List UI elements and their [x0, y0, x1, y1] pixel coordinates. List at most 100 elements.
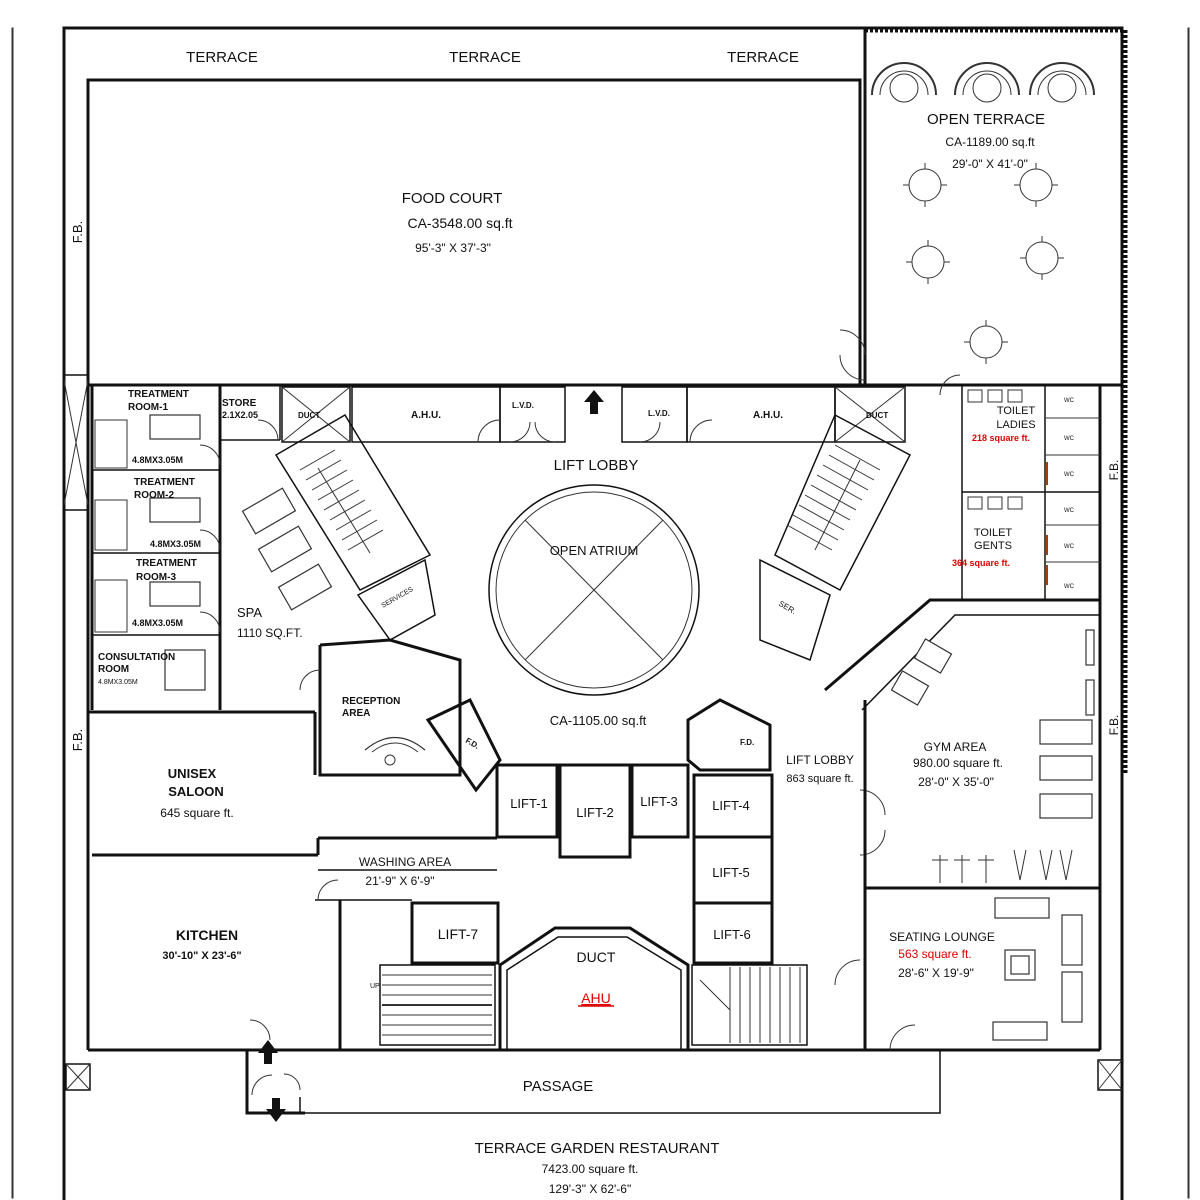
- lift-6: LIFT-6: [713, 927, 751, 942]
- lift-4: LIFT-4: [712, 798, 750, 813]
- treatment-3-name: TREATMENT: [136, 558, 197, 569]
- terrace-garden-area: 7423.00 square ft.: [542, 1162, 639, 1176]
- saloon-area: 645 square ft.: [160, 806, 233, 820]
- gym-dims: 28'-0" X 35'-0": [918, 775, 994, 789]
- toilet-gents-name: TOILET: [974, 527, 1013, 539]
- seating-lounge: SEATING LOUNGE 563 square ft. 28'-6" X 1…: [863, 888, 1083, 1051]
- outer-walls: [11, 26, 1190, 1200]
- stair-up-label: UP: [370, 983, 380, 990]
- store-name: STORE: [222, 398, 257, 409]
- services-right-label: SER.: [777, 599, 798, 616]
- wc-labels: WC WC WC WC WC WC: [1064, 398, 1075, 590]
- atrium-area: CA-1105.00 sq.ft: [550, 713, 647, 728]
- kitchen-dims: 30'-10" X 23'-6": [162, 950, 241, 962]
- wc-label-5: WC: [1064, 544, 1075, 550]
- consultation-dims: 4.8MX3.05M: [98, 679, 138, 686]
- treatment-2-name: TREATMENT: [134, 477, 195, 488]
- terrace-garden-dims: 129'-3" X 62'-6": [549, 1182, 631, 1196]
- up-arrow-icon: [584, 390, 604, 414]
- lift-2: LIFT-2: [576, 805, 614, 820]
- fb-left-top: F.B.: [70, 221, 85, 243]
- treatment-1-dims: 4.8MX3.05M: [132, 455, 183, 465]
- services-left-label: SERVICES: [381, 586, 415, 610]
- reception-name: RECEPTION: [342, 696, 400, 707]
- duct-right-label: DUCT: [866, 411, 888, 420]
- lift-core: LIFT-1 LIFT-2 LIFT-3 LIFT-4 LIFT-5 LIFT-…: [313, 712, 886, 965]
- toilet-gents-area: 364 square ft.: [952, 558, 1010, 568]
- fb-left-bottom: F.B.: [70, 729, 85, 751]
- stair-right-bottom: [691, 964, 808, 1046]
- wc-label-4: WC: [1064, 508, 1075, 514]
- ahu-right-label: A.H.U.: [753, 410, 783, 421]
- gym-area-text: 980.00 square ft.: [913, 756, 1003, 770]
- spa-wing: TREATMENT ROOM-1 4.8MX3.05M TREATMENT RO…: [88, 385, 333, 714]
- open-terrace: OPEN TERRACE CA-1189.00 sq.ft 29'-0" X 4…: [839, 62, 1095, 381]
- food-court-name: FOOD COURT: [402, 190, 503, 207]
- ahu-left-label: A.H.U.: [411, 410, 441, 421]
- open-atrium: OPEN ATRIUM CA-1105.00 sq.ft: [488, 484, 700, 728]
- right-stair: SER.: [759, 413, 912, 661]
- kitchen-name: KITCHEN: [176, 927, 238, 943]
- sofa-icon: [992, 897, 1083, 1041]
- ahu-bottom-label: AHU: [581, 990, 611, 1006]
- lvd-right-label: L.V.D.: [648, 409, 670, 418]
- seating-lounge-area: 563 square ft.: [898, 947, 971, 961]
- wc-label-1: WC: [1064, 398, 1075, 404]
- treatment-1-name: TREATMENT: [128, 389, 189, 400]
- treatment-2-sub: ROOM-2: [134, 490, 174, 501]
- terrace-garden-restaurant: TERRACE GARDEN RESTAURANT 7423.00 square…: [475, 1140, 720, 1196]
- lift-3: LIFT-3: [640, 794, 678, 809]
- lift-7: LIFT-7: [438, 926, 479, 942]
- seating-lounge-dims: 28'-6" X 19'-9": [898, 966, 974, 980]
- terrace-label-1: TERRACE: [186, 49, 258, 66]
- lvd-left-label: L.V.D.: [512, 401, 534, 410]
- central-core: DUCT DUCT A.H.U. A.H.U. L.V.D. L.V.D. LI…: [281, 374, 961, 474]
- wc-label-6: WC: [1064, 584, 1075, 590]
- unisex-saloon: UNISEX SALOON 645 square ft.: [92, 766, 497, 857]
- duct-bottom-label: DUCT: [577, 949, 616, 965]
- gym-name: GYM AREA: [924, 740, 987, 754]
- spa-name: SPA: [237, 605, 262, 620]
- wc-label-3: WC: [1064, 472, 1075, 478]
- kitchen-block: WASHING AREA 21'-9" X 6'-9" KITCHEN 30'-…: [162, 855, 497, 1050]
- treatment-3-sub: ROOM-3: [136, 572, 176, 583]
- open-terrace-dims: 29'-0" X 41'-0": [952, 157, 1028, 171]
- toilet-gents-sub: GENTS: [974, 540, 1012, 552]
- saloon-name: UNISEX: [168, 766, 217, 781]
- left-stair: SERVICES: [274, 413, 436, 641]
- lift-1: LIFT-1: [510, 796, 548, 811]
- terrace-garden-name: TERRACE GARDEN RESTAURANT: [475, 1140, 720, 1157]
- fb-right-top: F.B.: [1107, 460, 1121, 481]
- treatment-1-sub: ROOM-1: [128, 402, 168, 413]
- toilet-ladies-sub: LADIES: [996, 419, 1035, 431]
- food-court-area: CA-3548.00 sq.ft: [407, 215, 512, 231]
- consultation-name: CONSULTATION: [98, 652, 175, 663]
- fd-right-label: F.D.: [740, 738, 754, 747]
- spa-area: 1110 SQ.FT.: [237, 626, 303, 640]
- sofa-seat-icon: [871, 62, 1095, 103]
- down-arrow-icon: [266, 1098, 286, 1122]
- fb-right-bottom: F.B.: [1107, 715, 1121, 736]
- food-court: FOOD COURT CA-3548.00 sq.ft 95'-3" X 37'…: [402, 190, 513, 255]
- table-icon: [903, 163, 1064, 364]
- bottom-core: DUCT AHU UP: [370, 926, 861, 1050]
- fd-left-label: F.D.: [464, 736, 481, 751]
- open-terrace-area: CA-1189.00 sq.ft: [945, 135, 1035, 149]
- duct-left-label: DUCT: [298, 411, 320, 420]
- gym-area: GYM AREA 980.00 square ft. 28'-0" X 35'-…: [824, 598, 1100, 890]
- gym-equipment-icon: [890, 629, 1095, 819]
- passage: PASSAGE: [245, 1019, 941, 1122]
- passage-label: PASSAGE: [523, 1078, 594, 1095]
- terrace-label-2: TERRACE: [449, 49, 521, 66]
- reception-sub: AREA: [342, 708, 370, 719]
- wc-label-2: WC: [1064, 436, 1075, 442]
- washing-name: WASHING AREA: [359, 855, 451, 869]
- lift-lobby-right-area: 863 square ft.: [786, 773, 853, 785]
- saloon-sub: SALOON: [168, 784, 224, 799]
- open-atrium-label: OPEN ATRIUM: [550, 543, 639, 558]
- food-court-dims: 95'-3" X 37'-3": [415, 241, 491, 255]
- seating-lounge-name: SEATING LOUNGE: [889, 930, 995, 944]
- stair-left-bottom: [379, 964, 496, 1046]
- spa-bed-icon: [241, 487, 333, 611]
